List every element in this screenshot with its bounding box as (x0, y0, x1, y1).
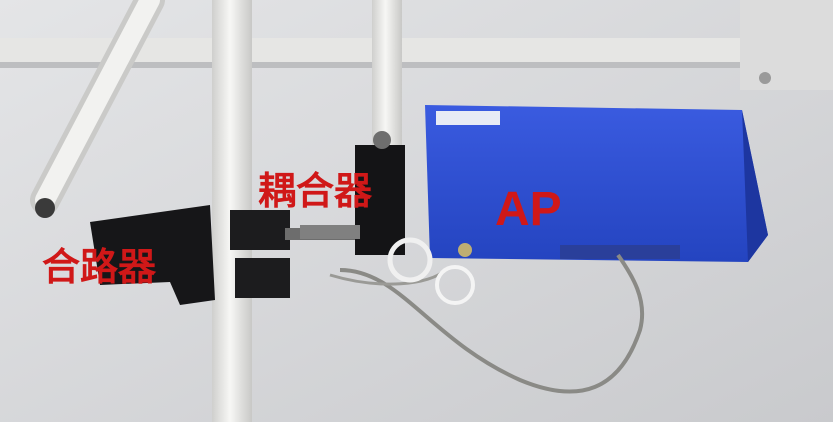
coupler-device (300, 131, 405, 255)
diagonal-pipe (30, 0, 165, 215)
cables (329, 237, 645, 394)
ap-brand-plate (436, 111, 500, 125)
vertical-pipe-center (372, 0, 402, 150)
ap-brand-text (436, 111, 500, 125)
ap-device (425, 105, 768, 262)
combiner-device (35, 198, 355, 305)
ap-label: AP (495, 183, 562, 236)
combiner-label: 合路器 (42, 245, 157, 289)
coupler-label: 耦合器 (258, 169, 373, 213)
